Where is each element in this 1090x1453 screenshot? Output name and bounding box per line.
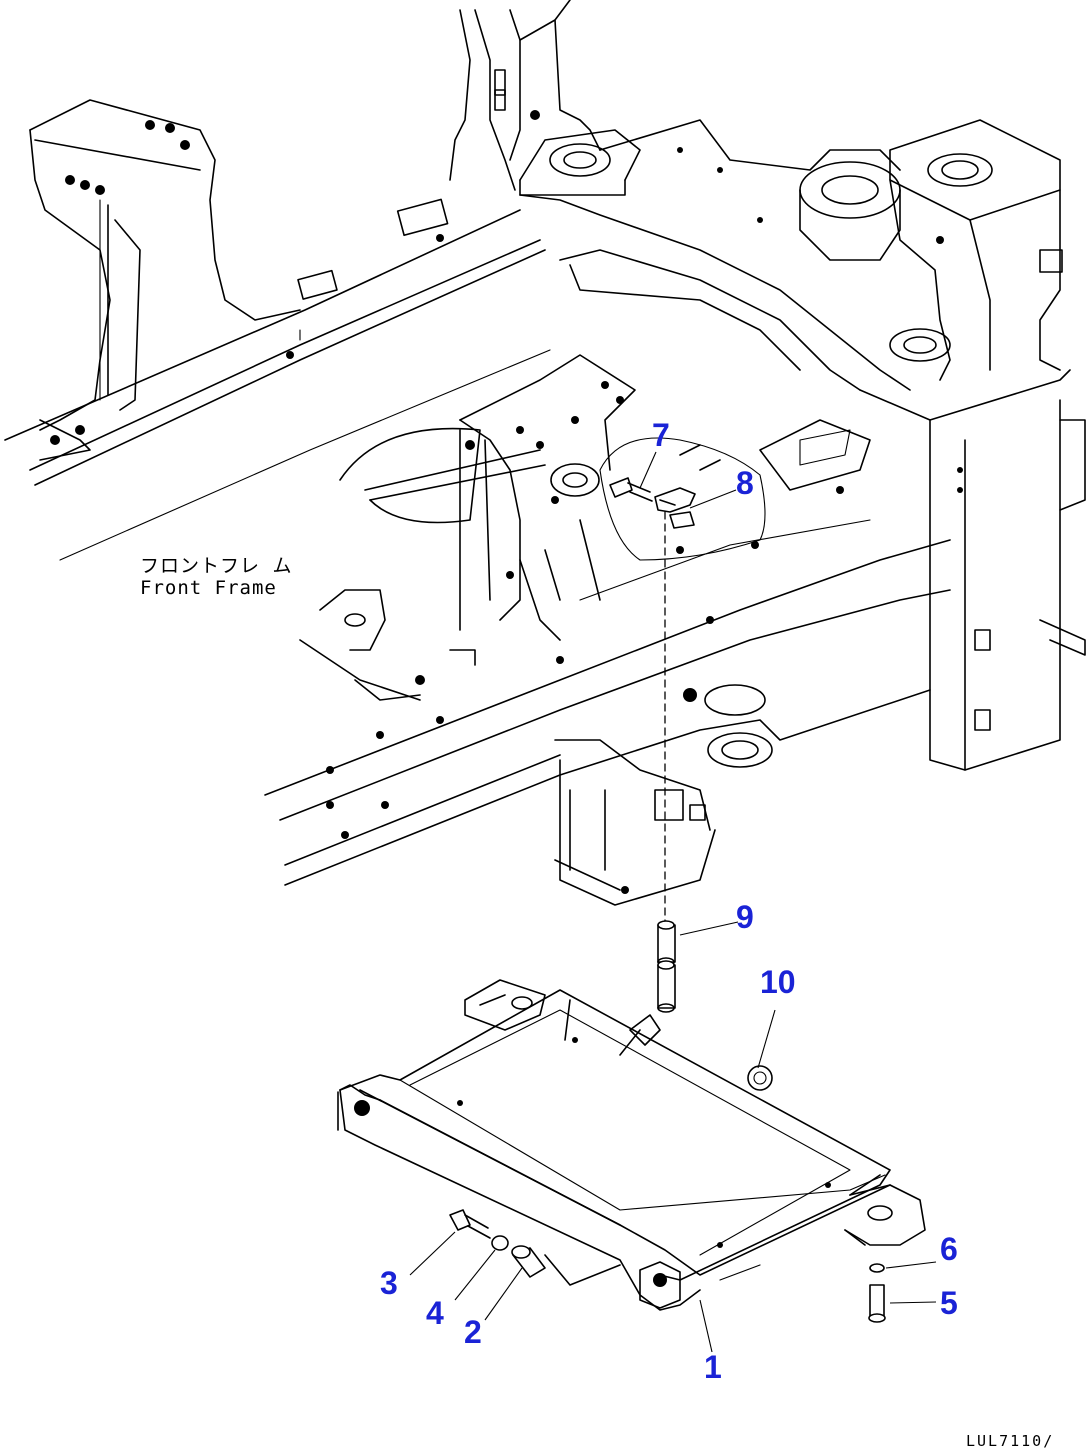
callout-10: 10 xyxy=(760,964,796,1000)
front-frame-label-jp: フロントフレ ム xyxy=(140,555,292,577)
front-frame-drawing xyxy=(4,0,1086,906)
callout-8: 8 xyxy=(736,465,754,501)
callout-5: 5 xyxy=(940,1285,958,1321)
front-frame-label-en: Front Frame xyxy=(140,577,277,599)
callout-2: 2 xyxy=(464,1314,482,1350)
bottom-plate-drawing xyxy=(337,979,926,1311)
small-parts xyxy=(609,477,696,1013)
callout-4: 4 xyxy=(426,1295,444,1331)
callout-9: 9 xyxy=(736,899,754,935)
callout-leaders xyxy=(409,451,937,1353)
callout-numbers: 7 8 9 10 6 5 3 4 2 1 xyxy=(380,417,958,1385)
callout-1: 1 xyxy=(704,1349,722,1385)
frame-labels: フロントフレ ム Front Frame xyxy=(140,555,292,599)
callout-6: 6 xyxy=(940,1231,958,1267)
callout-3: 3 xyxy=(380,1265,398,1301)
callout-7: 7 xyxy=(652,417,670,453)
loose-parts xyxy=(449,1209,886,1323)
drawing-code: LUL7110/ xyxy=(966,1432,1054,1450)
